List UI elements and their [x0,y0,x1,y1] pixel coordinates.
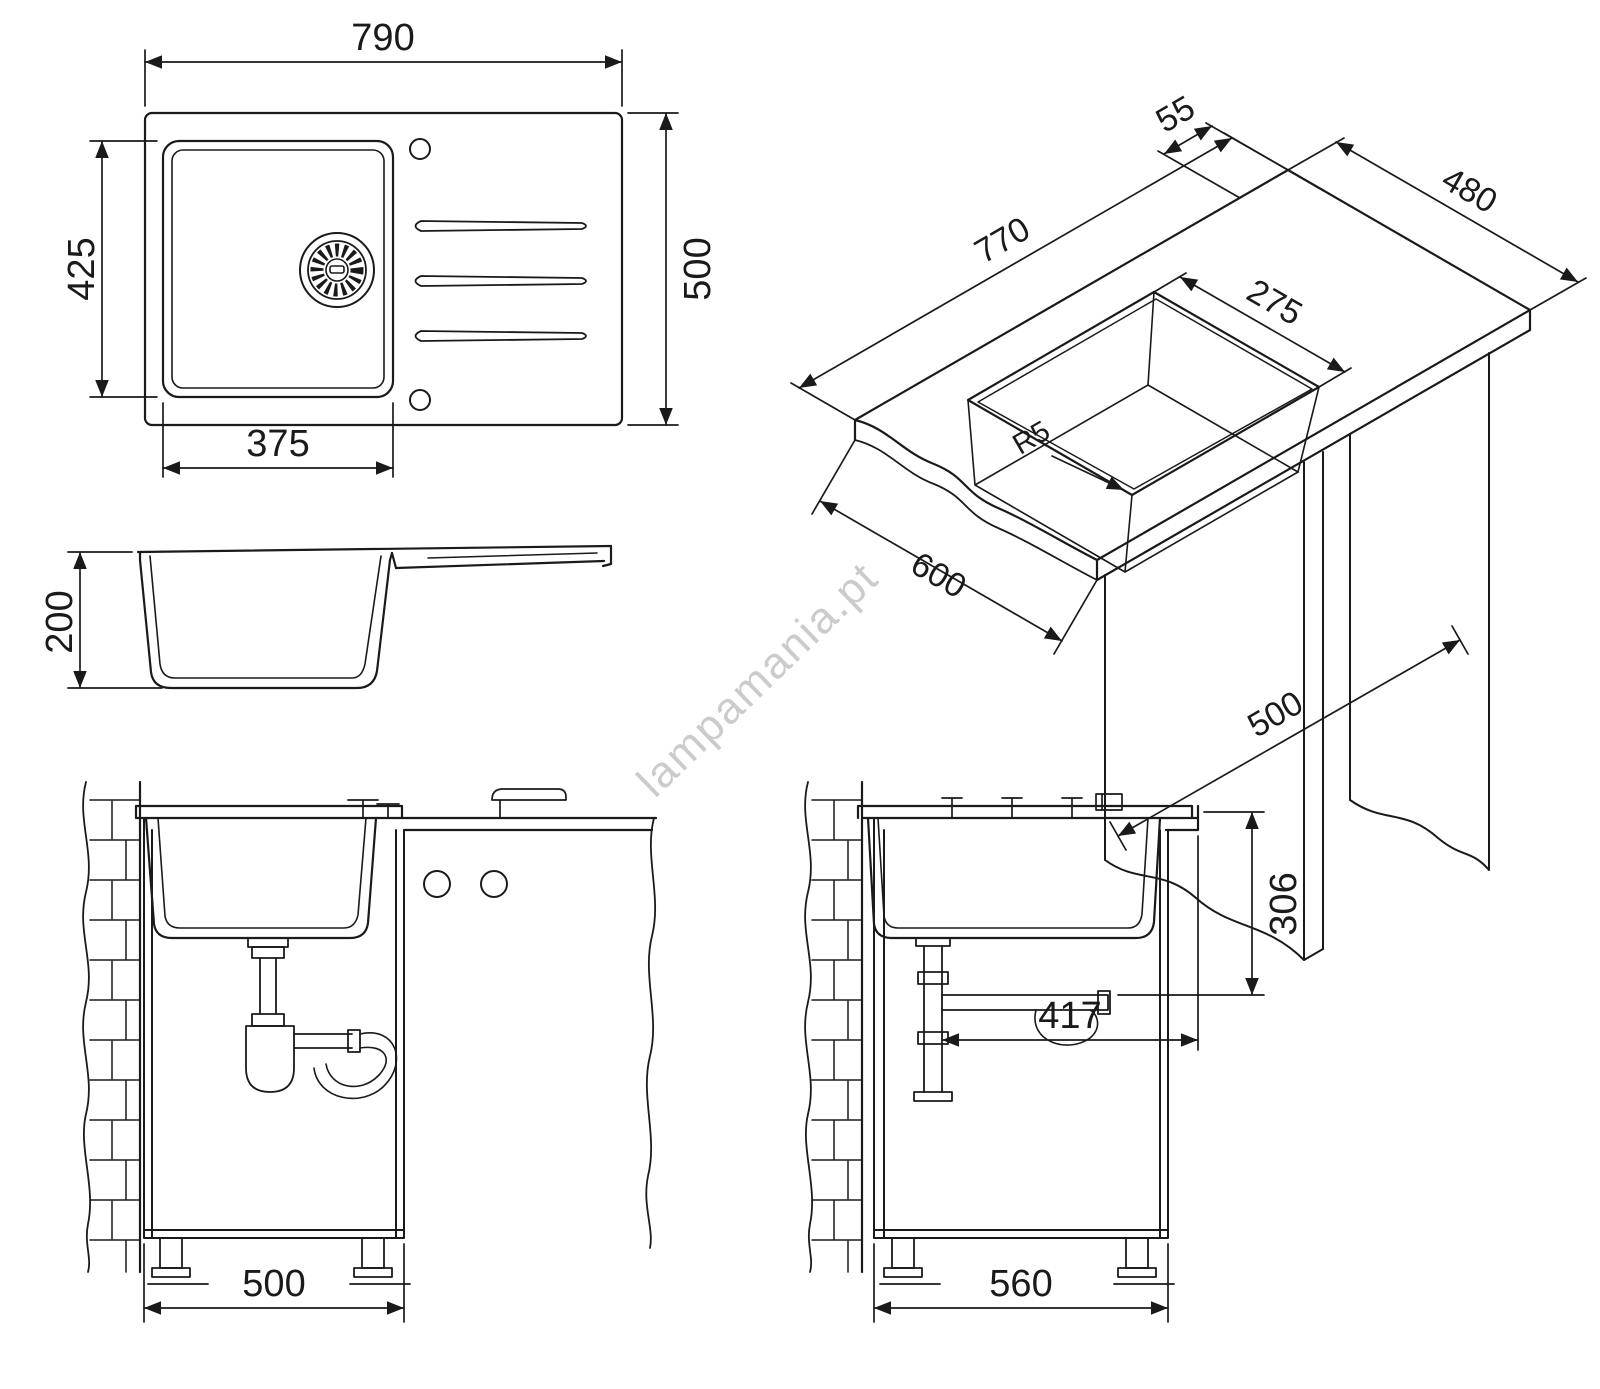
dim-front-cabinet-width: 500 [143,1243,405,1323]
watermark: lampamania.pt [628,553,888,807]
cabinet-carcass [143,817,405,1239]
counter-top [134,804,658,832]
dim-bowl-width: 375 [162,402,394,478]
bowl-inner-wall [149,555,382,679]
bowl-outer-wall [144,816,378,940]
bowl-interior-bottom [974,384,1299,573]
dim-label-600: 600 [904,545,972,606]
counter-top [856,804,1200,832]
section-right-end [390,544,613,570]
dim-iso-depth: 480 [1287,137,1587,311]
mounting-clips [347,788,567,819]
sink-outline [143,111,624,427]
dim-label-375: 375 [246,423,309,465]
dim-iso-cabinet-depth: 600 [811,439,1098,655]
dim-label-790: 790 [351,17,414,59]
tap-hole-top [409,138,431,160]
bowl-outer-wall [866,816,1162,940]
tap-hole-bottom [409,389,431,411]
bowl-inner [171,149,385,389]
drainboard-underside [394,559,606,570]
bowl-outer [161,139,395,399]
dim-iso-length: 770 [790,132,1289,421]
mounting-clips [941,793,1123,819]
drain-hose [313,1032,398,1100]
siphon-trap [245,937,398,1100]
install-front-view: 500 [82,780,658,1323]
drainboard-grooves [414,220,587,342]
dim-height-200: 200 [39,551,163,689]
dim-label-275: 275 [1240,272,1308,333]
dim-iso-cabinet-width: 500 [1109,625,1469,851]
knockout-hole [480,870,508,898]
dim-label-500-iso: 500 [1241,684,1309,745]
dim-label-770: 770 [968,210,1036,271]
bowl-outer-wall [138,550,394,690]
bowl-opening-rim [977,298,1313,490]
faucet-lever [491,788,567,819]
slab-thickness-edges [853,308,1532,582]
dim-bowl-depth: 425 [61,140,158,398]
dim-label-480: 480 [1435,160,1503,221]
drain-hose [325,1046,388,1088]
dim-label-306: 306 [1263,872,1305,935]
knockout-hole [423,870,451,898]
slab-left-broken-edge [853,418,1099,562]
dim-side-cabinet-width: 560 [873,1243,1169,1323]
cabinet-carcass [873,817,1169,1239]
drain-strainer [299,232,375,308]
dim-label-200: 200 [39,590,81,653]
dim-iso-bowl-inner: 275 [1153,272,1352,388]
dim-label-500-plan: 500 [677,237,719,300]
dim-overall-depth: 500 [627,112,719,426]
bowl-inner-wall [157,817,367,929]
dim-label-417: 417 [1038,995,1101,1037]
dim-iso-corner-radius: R5 [1007,415,1125,491]
bowl-opening [966,290,1321,497]
counter-broken-edge [645,817,657,1249]
dim-mount-height: 306 [1117,811,1305,996]
bowl-inner-wall [877,817,1149,929]
slab-top-edges [853,168,1532,562]
drainboard-channel [427,552,598,559]
dim-label-560: 560 [989,1263,1052,1305]
dim-drain-offset: 417 [941,835,1199,1051]
dim-overall-width: 790 [144,17,623,107]
dim-label-500-front: 500 [242,1263,305,1305]
dim-label-425: 425 [61,237,103,300]
section-top-edge [136,544,613,554]
section-view: 200 [39,544,613,690]
dim-label-55: 55 [1150,89,1202,141]
install-side-view: 306 417 560 [804,780,1305,1323]
plan-view: 790 500 425 375 [61,17,719,478]
